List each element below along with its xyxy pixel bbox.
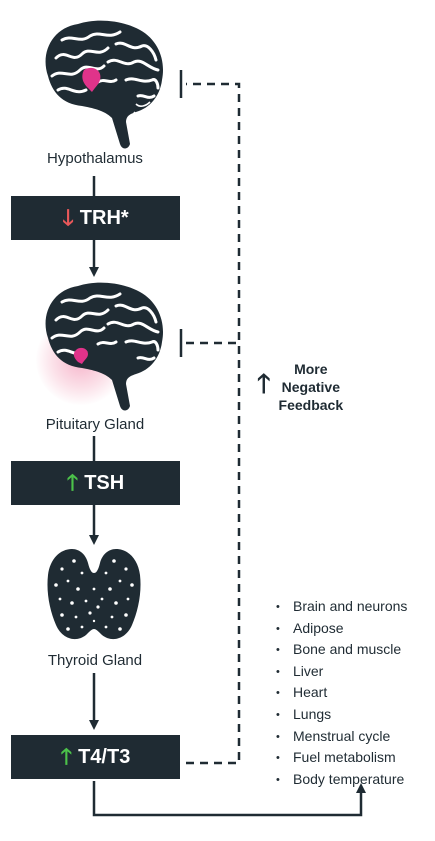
list-item: Body temperature bbox=[276, 769, 407, 791]
up-arrow-icon: 🡑 bbox=[257, 368, 271, 398]
t4t3-box: 🡑 T4/T3 bbox=[11, 735, 180, 779]
list-item: Bone and muscle bbox=[276, 639, 407, 661]
up-arrow-icon: 🡑 bbox=[60, 744, 73, 769]
list-item: Lungs bbox=[276, 704, 407, 726]
list-item: Menstrual cycle bbox=[276, 726, 407, 748]
feedback-text: More Negative Feedback bbox=[278, 361, 344, 413]
list-item: Brain and neurons bbox=[276, 596, 407, 618]
pituitary-label: Pituitary Gland bbox=[45, 416, 145, 433]
list-item: Liver bbox=[276, 661, 407, 683]
list-item: Heart bbox=[276, 682, 407, 704]
up-arrow-icon: 🡑 bbox=[66, 470, 79, 495]
list-item: Adipose bbox=[276, 618, 407, 640]
hypothalamus-brain-icon bbox=[45, 20, 164, 149]
pituitary-brain-icon bbox=[45, 282, 164, 411]
tsh-box: 🡑 TSH bbox=[11, 461, 180, 505]
thyroid-icon bbox=[47, 549, 141, 640]
t4t3-label: T4/T3 bbox=[78, 745, 131, 768]
hypothalamus-label: Hypothalamus bbox=[47, 150, 143, 167]
thyroid-label: Thyroid Gland bbox=[47, 652, 143, 669]
trh-label: TRH* bbox=[79, 206, 129, 229]
arrow-t4t3-to-targets bbox=[92, 781, 366, 817]
list-item: Fuel metabolism bbox=[276, 747, 407, 769]
down-arrow-icon: 🡓 bbox=[62, 205, 74, 230]
negative-feedback-note: 🡑 More Negative Feedback bbox=[257, 360, 343, 414]
tsh-label: TSH bbox=[84, 471, 125, 494]
trh-box: 🡓 TRH* bbox=[11, 196, 180, 240]
target-tissues-list: Brain and neurons Adipose Bone and muscl… bbox=[276, 596, 407, 790]
negative-feedback-loop bbox=[179, 70, 241, 765]
